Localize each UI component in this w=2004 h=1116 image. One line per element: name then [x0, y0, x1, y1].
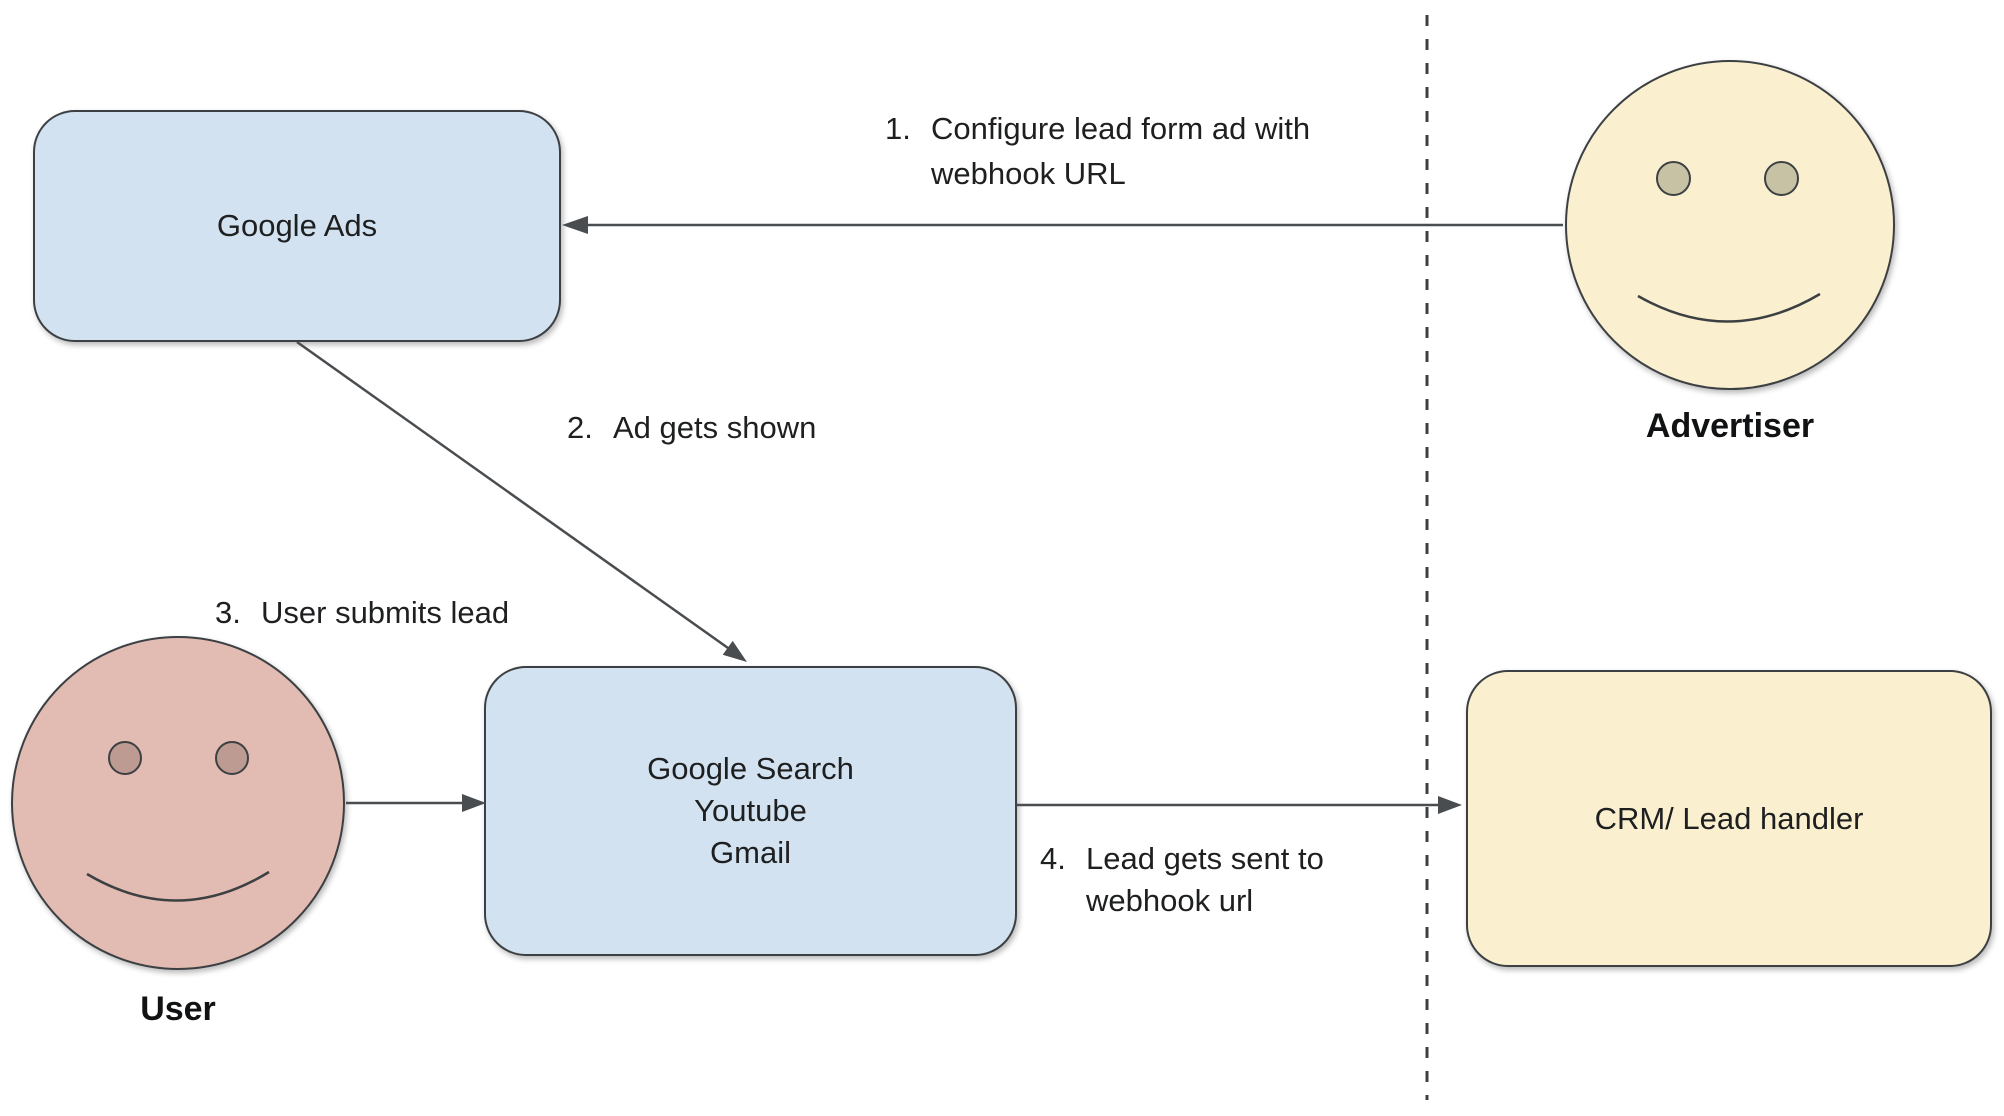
arrow-user-to-surfaces	[346, 794, 486, 812]
user-right-eye-icon	[215, 741, 249, 775]
google-ads-node: Google Ads	[33, 110, 561, 342]
advertiser-left-eye-icon	[1656, 161, 1691, 196]
user-label: User	[140, 990, 216, 1028]
step3-label: 3. User submits lead	[215, 590, 509, 635]
step4-line-1: Lead gets sent to	[1086, 841, 1324, 876]
arrow-advertiser-to-google-ads	[562, 216, 1563, 234]
arrow-surfaces-to-crm	[1017, 796, 1462, 814]
advertiser-right-eye-icon	[1764, 161, 1799, 196]
step4-label: 4. Lead gets sent to webhook url	[1040, 838, 1324, 922]
google-ads-label: Google Ads	[216, 208, 378, 243]
google-surfaces-node: Google Search Youtube Gmail	[484, 666, 1017, 956]
google-surfaces-line-1: Google Search	[647, 751, 854, 786]
step1-line-1: Configure lead form ad with	[931, 111, 1311, 146]
crm-label: CRM/ Lead handler	[1594, 800, 1864, 836]
step3-number: 3.	[215, 595, 241, 630]
step3-line-1: User submits lead	[261, 595, 510, 630]
step1-number: 1.	[885, 111, 911, 146]
step1-label: 1. Configure lead form ad with webhook U…	[885, 106, 1310, 196]
step4-line-2: webhook url	[1086, 883, 1254, 918]
step4-number: 4.	[1040, 841, 1066, 876]
step2-number: 2.	[567, 410, 593, 445]
google-surfaces-line-3: Gmail	[710, 835, 791, 870]
user-left-eye-icon	[108, 741, 142, 775]
step2-label: 2. Ad gets shown	[567, 405, 816, 450]
advertiser-face-icon	[1565, 60, 1895, 390]
crm-lead-handler-node: CRM/ Lead handler	[1466, 670, 1992, 967]
google-surfaces-line-2: Youtube	[694, 793, 807, 828]
user-face-icon	[11, 636, 345, 970]
step1-line-2: webhook URL	[931, 156, 1126, 191]
step2-line-1: Ad gets shown	[613, 410, 817, 445]
advertiser-label: Advertiser	[1645, 407, 1815, 445]
